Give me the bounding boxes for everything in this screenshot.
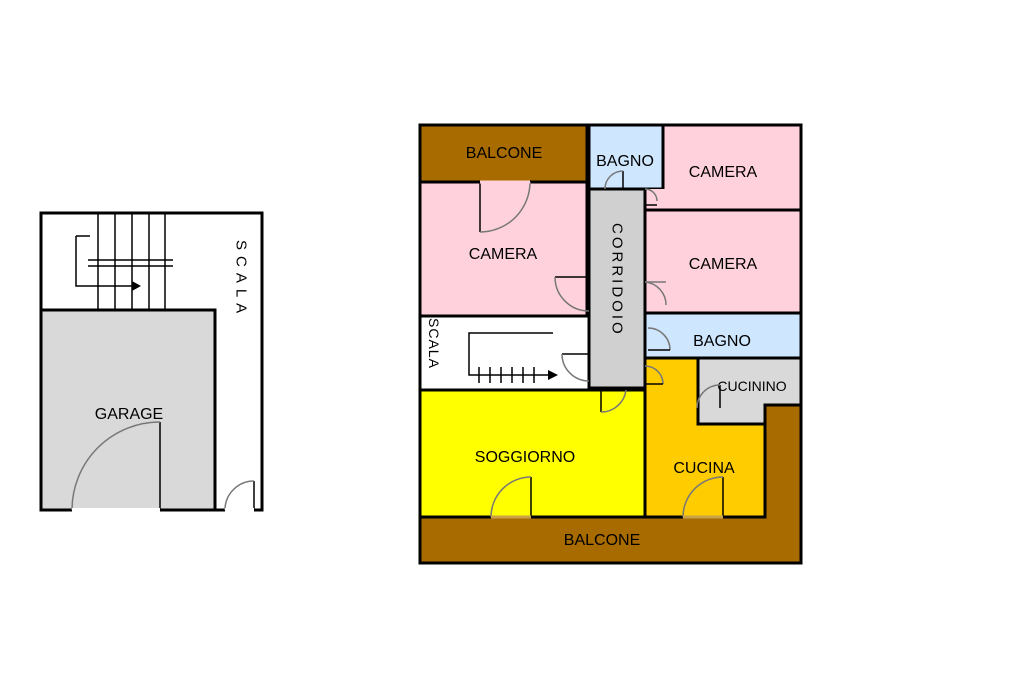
label-cucina: CUCINA	[673, 460, 735, 477]
label-camera-top-right: CAMERA	[689, 164, 758, 181]
label-bagno-top: BAGNO	[596, 153, 654, 170]
room-balcone-bottom	[418, 403, 803, 565]
label-balcone-bottom: BALCONE	[564, 532, 640, 549]
garage-door	[71, 421, 161, 512]
label-soggiorno: SOGGIORNO	[475, 449, 575, 466]
label-camera-left: CAMERA	[469, 246, 538, 263]
label-ground-scala: SCALA	[233, 240, 250, 319]
room-corridoio	[587, 187, 647, 390]
upper-stairs-icon	[468, 332, 558, 383]
label-balcone-top: BALCONE	[466, 145, 542, 162]
doors-upper-floor	[479, 170, 724, 519]
label-corridoio: CORRIDOIO	[609, 223, 626, 337]
room-camera-top-right	[661, 123, 803, 212]
label-bagno-mid: BAGNO	[693, 333, 751, 350]
ground-floor-plan: GARAGE SCALA	[39, 211, 264, 512]
label-scala: SCALA	[426, 318, 442, 369]
label-camera-mid-right: CAMERA	[689, 256, 758, 273]
room-garage	[39, 308, 217, 512]
label-cucinino: CUCININO	[717, 378, 786, 394]
room-scala	[418, 314, 591, 392]
entrance-door	[224, 480, 255, 512]
ground-stairs-icon	[75, 213, 173, 310]
label-garage: GARAGE	[95, 406, 163, 423]
room-balcone-top	[418, 123, 589, 184]
upper-floor-plan: BALCONE CAMERA BAGNO CAMERA CAMERA BAGNO…	[418, 123, 803, 565]
